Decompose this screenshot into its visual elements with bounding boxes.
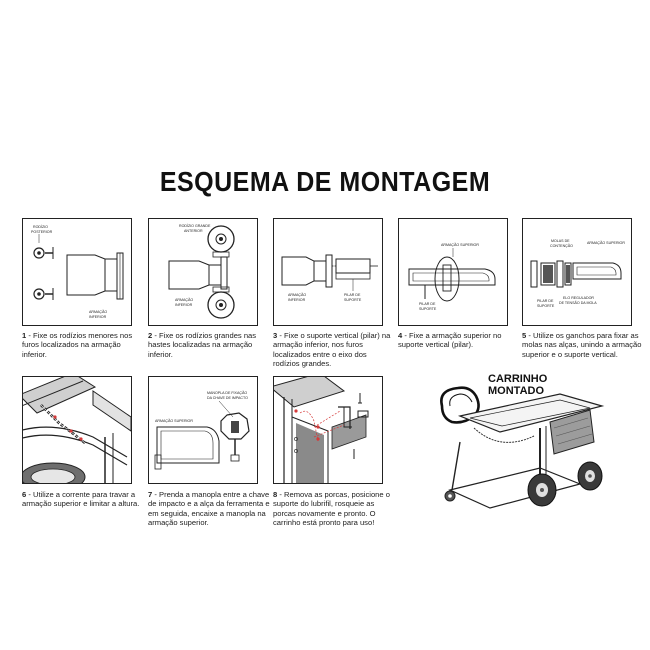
svg-text:RODÍZIO GRANDE: RODÍZIO GRANDE — [179, 224, 211, 228]
step-4-illustration: ARMAÇÃO SUPERIOR PILAR DE SUPORTE — [408, 242, 496, 311]
step-5-diagram: MOLAS DE CONTENÇÃO ARMAÇÃO SUPERIOR PILA… — [522, 218, 632, 326]
svg-text:POSTERIOR: POSTERIOR — [31, 230, 53, 234]
step-2-caption: 2 - Fixe os rodízios grandes nas hastes … — [148, 331, 257, 359]
step-7-diagram: MANOPLA DE FIXAÇÃO DA CHAVE DE IMPACTO A… — [148, 376, 258, 484]
step-3-illustration: ARMAÇÃO INFERIOR PILAR DE SUPORTE — [281, 254, 378, 302]
svg-text:MANOPLA DE FIXAÇÃO: MANOPLA DE FIXAÇÃO — [207, 390, 247, 395]
assembled-cart-line-2: MONTADO — [488, 385, 545, 397]
svg-text:SUPORTE: SUPORTE — [419, 307, 437, 311]
step-3-caption: 3 - Fixe o suporte vertical (pilar) na a… — [273, 331, 391, 369]
svg-text:ELO REGULADOR: ELO REGULADOR — [563, 296, 594, 300]
step-8-illustration — [274, 377, 369, 483]
step-1-caption: 1 - Fixe os rodízios menores nos furos l… — [22, 331, 133, 359]
svg-text:PILAR DE: PILAR DE — [537, 299, 554, 303]
svg-text:ARMAÇÃO: ARMAÇÃO — [89, 309, 107, 314]
svg-text:ANTERIOR: ANTERIOR — [184, 229, 203, 233]
step-4-caption: 4 - Fixe a armação superior no suporte v… — [398, 331, 502, 350]
step-7-caption: 7 - Prenda a manopla entre a chave de im… — [148, 490, 270, 528]
svg-text:DE TENSÃO DA MOLA: DE TENSÃO DA MOLA — [559, 300, 597, 305]
svg-text:ARMAÇÃO SUPERIOR: ARMAÇÃO SUPERIOR — [587, 240, 625, 245]
svg-text:INFERIOR: INFERIOR — [89, 315, 107, 319]
svg-text:INFERIOR: INFERIOR — [288, 298, 306, 302]
svg-text:ARMAÇÃO SUPERIOR: ARMAÇÃO SUPERIOR — [155, 418, 193, 423]
assembled-cart-caption: CARRINHO MONTADO — [488, 373, 547, 397]
step-5-illustration: MOLAS DE CONTENÇÃO ARMAÇÃO SUPERIOR PILA… — [530, 239, 625, 308]
step-7-illustration: MANOPLA DE FIXAÇÃO DA CHAVE DE IMPACTO A… — [154, 390, 250, 470]
svg-text:PILAR DE: PILAR DE — [344, 293, 361, 297]
step-6-illustration — [23, 377, 131, 483]
step-3-diagram: ARMAÇÃO INFERIOR PILAR DE SUPORTE — [273, 218, 383, 326]
step-2-illustration: RODÍZIO GRANDE ANTERIOR ARMAÇÃO INFERIOR — [168, 224, 235, 319]
svg-text:ARMAÇÃO: ARMAÇÃO — [288, 292, 306, 297]
step-1-illustration: RODÍZIO POSTERIOR ARMAÇÃO INFERIOR — [31, 225, 124, 319]
assembled-cart-line-1: CARRINHO — [488, 373, 548, 385]
svg-text:ARMAÇÃO: ARMAÇÃO — [175, 297, 193, 302]
svg-text:SUPORTE: SUPORTE — [537, 304, 555, 308]
step-5-caption: 5 - Utilize os ganchos para fixar as mol… — [522, 331, 642, 359]
step-4-diagram: ARMAÇÃO SUPERIOR PILAR DE SUPORTE — [398, 218, 508, 326]
step-8-diagram — [273, 376, 383, 484]
svg-text:MOLAS DE: MOLAS DE — [551, 239, 570, 243]
svg-text:ARMAÇÃO SUPERIOR: ARMAÇÃO SUPERIOR — [441, 242, 479, 247]
step-6-caption: 6 - Utilize a corrente para travar a arm… — [22, 490, 140, 509]
svg-text:CONTENÇÃO: CONTENÇÃO — [550, 243, 573, 248]
svg-text:INFERIOR: INFERIOR — [175, 303, 193, 307]
step-2-diagram: RODÍZIO GRANDE ANTERIOR ARMAÇÃO INFERIOR — [148, 218, 258, 326]
page-title: ESQUEMA DE MONTAGEM — [159, 166, 491, 198]
svg-text:PILAR DE: PILAR DE — [419, 302, 436, 306]
step-1-diagram: RODÍZIO POSTERIOR ARMAÇÃO INFERIOR — [22, 218, 132, 326]
step-8-caption: 8 - Remova as porcas, posicione o suport… — [273, 490, 390, 528]
assembled-cart-illustration — [440, 386, 605, 509]
svg-text:RODÍZIO: RODÍZIO — [33, 225, 48, 229]
svg-text:DA CHAVE DE IMPACTO: DA CHAVE DE IMPACTO — [207, 396, 248, 400]
svg-text:SUPORTE: SUPORTE — [344, 298, 362, 302]
step-6-diagram — [22, 376, 132, 484]
